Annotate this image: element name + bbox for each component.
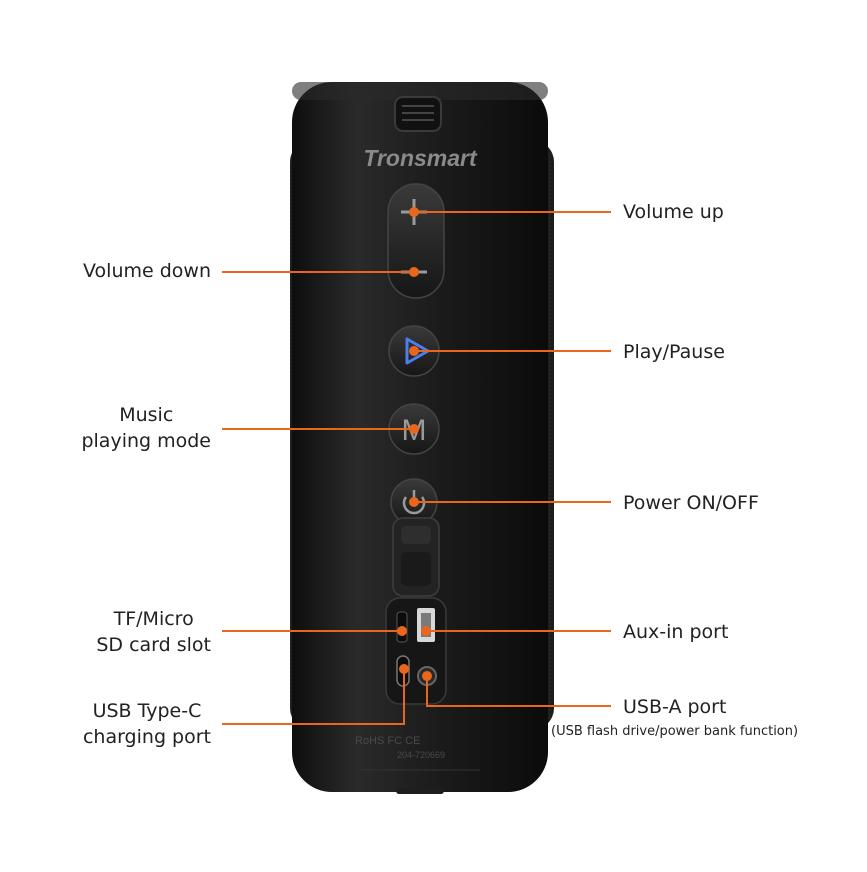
label-music-mode: Music playing mode (81, 402, 211, 454)
port-cover-flap[interactable] (392, 517, 440, 597)
label-music-mode-line1: Music (119, 404, 174, 426)
callout-volume-up (409, 207, 611, 217)
brand-logo: Tronsmart (363, 145, 478, 171)
label-usb-c-line2: charging port (82, 726, 211, 748)
label-tf-line1: TF/Micro (113, 608, 194, 630)
label-usb-c-line1: USB Type-C (92, 700, 202, 722)
cert-marks: RoHS FC CE (355, 735, 420, 747)
product-code: 204-720669 (397, 750, 445, 760)
label-tf-slot: TF/Micro SD card slot (96, 606, 211, 658)
callout-music-mode (222, 424, 419, 434)
callout-tf-slot (222, 626, 407, 636)
label-power: Power ON/OFF (623, 492, 759, 514)
callout-volume-down (222, 267, 419, 277)
label-tf-line2: SD card slot (96, 634, 211, 656)
label-play-pause: Play/Pause (623, 341, 725, 363)
callout-power (409, 497, 611, 507)
callout-aux (421, 626, 611, 636)
label-usb-a: USB-A port (623, 696, 727, 718)
callout-lines (222, 207, 611, 725)
callout-usb-c (222, 664, 409, 725)
callout-usb-a (422, 671, 611, 707)
label-usb-c: USB Type-C charging port (83, 698, 211, 750)
label-volume-up: Volume up (623, 201, 724, 223)
play-icon (405, 337, 430, 365)
speaker-foot (396, 788, 444, 794)
volume-rocker (387, 183, 445, 299)
port-panel (385, 597, 447, 705)
label-volume-down: Volume down (83, 260, 211, 282)
callout-play-pause (409, 346, 611, 356)
label-music-mode-line2: playing mode (81, 430, 211, 452)
label-aux-in: Aux-in port (623, 621, 729, 643)
strap-loop (394, 96, 442, 132)
label-usb-a-note: (USB flash drive/power bank function) (551, 724, 799, 739)
